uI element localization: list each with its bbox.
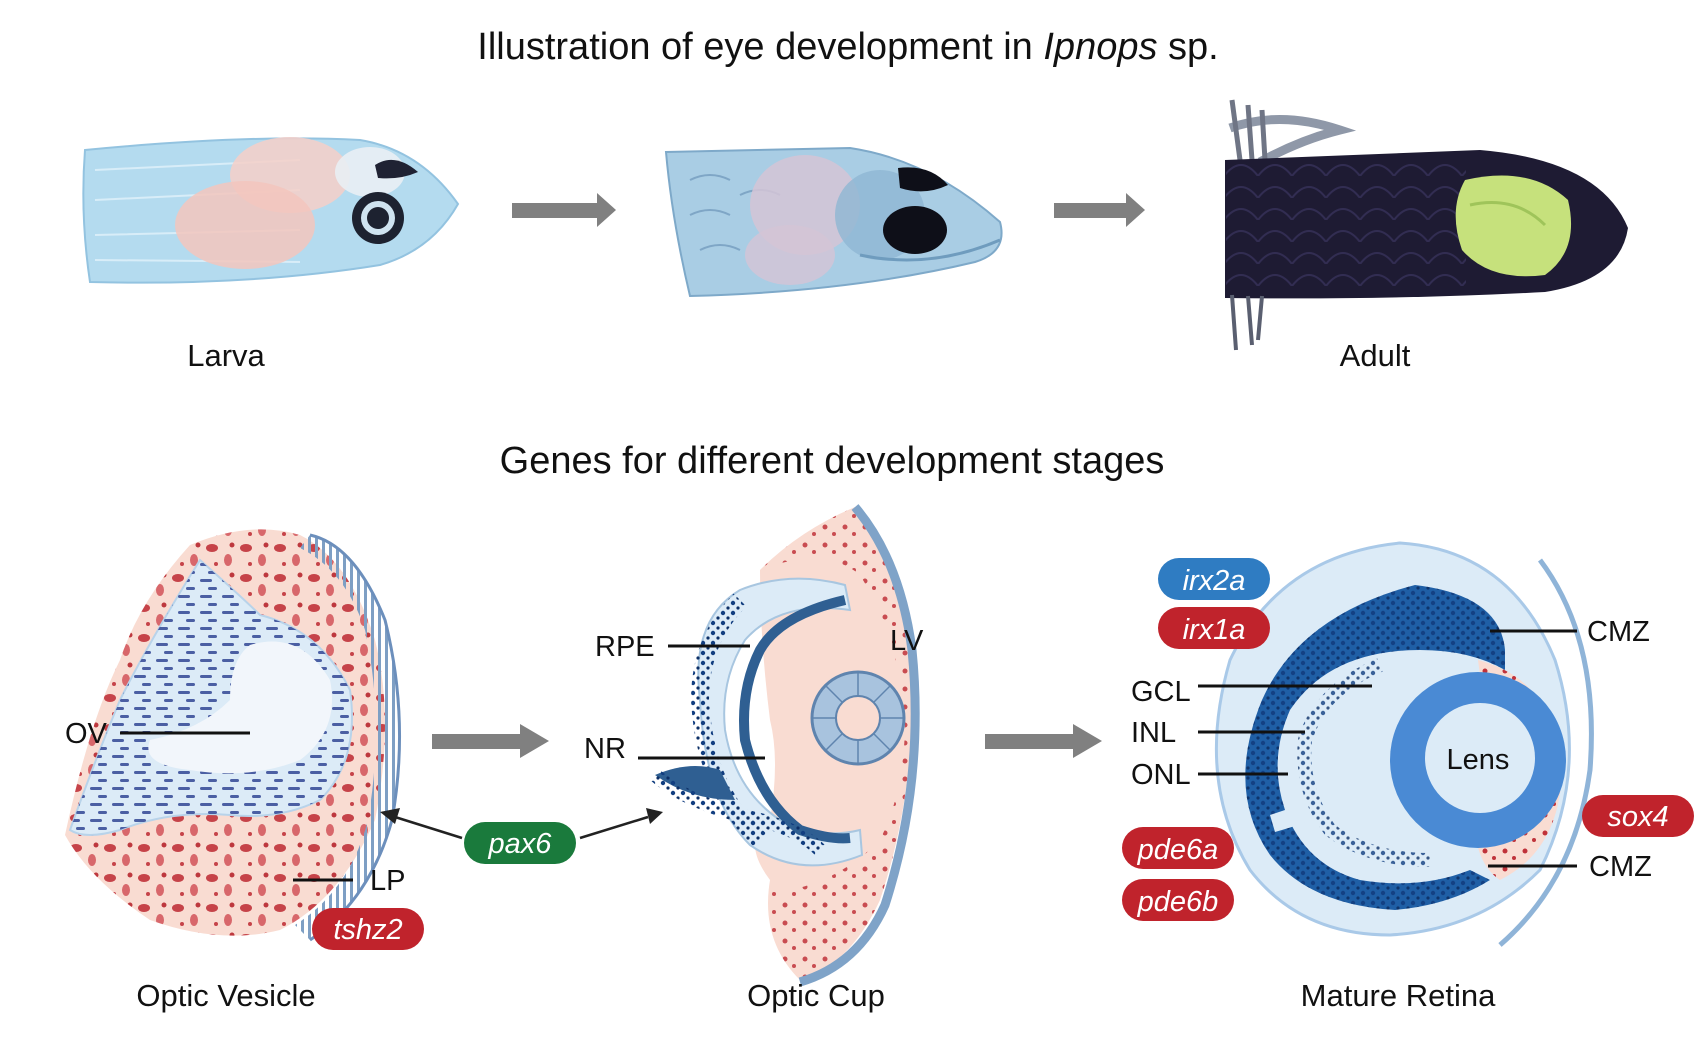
pax6-arrow-left <box>394 815 463 840</box>
arrow-cup-to-retina <box>985 724 1102 758</box>
ov-label: OV <box>65 718 108 750</box>
mature-retina-illustration <box>1214 541 1594 947</box>
gene-pax6-text: pax6 <box>488 828 553 860</box>
pax6-arrowhead-right <box>646 808 663 824</box>
gene-tshz2-text: tshz2 <box>333 914 402 946</box>
gene-pde6a-text: pde6a <box>1137 834 1219 866</box>
arrow-vesicle-to-cup <box>432 724 549 758</box>
gene-badge-pax6: pax6 <box>464 822 576 864</box>
adult-caption: Adult <box>1340 338 1411 373</box>
arrow-juvenile-to-adult <box>1054 193 1145 227</box>
mature-retina-caption: Mature Retina <box>1301 978 1496 1013</box>
top-title-prefix: Illustration of eye development in <box>477 26 1043 68</box>
cmz-bottom-label: CMZ <box>1589 851 1652 883</box>
gene-sox4-text: sox4 <box>1607 801 1668 833</box>
gene-irx1a-text: irx1a <box>1183 614 1246 646</box>
gene-badge-sox4: sox4 <box>1582 795 1694 837</box>
optic-cup-illustration <box>650 504 920 987</box>
onl-label: ONL <box>1131 759 1191 791</box>
pax6-arrow-right <box>579 815 649 840</box>
gene-irx2a-text: irx2a <box>1183 565 1246 597</box>
top-title-genus: Ipnops <box>1043 26 1157 68</box>
optic-cup-caption: Optic Cup <box>747 978 885 1013</box>
gene-badge-irx2a: irx2a <box>1158 558 1270 600</box>
top-title-suffix: sp. <box>1157 26 1218 68</box>
arrow-larva-to-juvenile <box>512 193 616 227</box>
lv-label: LV <box>890 625 924 657</box>
gene-badge-pde6a: pde6a <box>1122 827 1234 869</box>
lp-label: LP <box>370 865 405 897</box>
gene-badge-pde6b: pde6b <box>1122 879 1234 921</box>
bottom-title: Genes for different development stages <box>500 440 1165 482</box>
gene-badge-tshz2: tshz2 <box>312 908 424 950</box>
gcl-label: GCL <box>1131 676 1191 708</box>
rpe-label: RPE <box>595 631 655 663</box>
pax6-arrowhead-left <box>380 808 400 824</box>
nr-label: NR <box>584 733 626 765</box>
optic-vesicle-caption: Optic Vesicle <box>136 978 315 1013</box>
cmz-top-label: CMZ <box>1587 616 1650 648</box>
gene-pde6b-text: pde6b <box>1137 886 1219 918</box>
lens-label: Lens <box>1447 744 1510 776</box>
juvenile-illustration <box>664 146 1003 298</box>
optic-vesicle-illustration <box>65 529 402 942</box>
larva-illustration <box>82 137 460 284</box>
inl-label: INL <box>1131 717 1176 749</box>
adult-illustration <box>1225 99 1628 351</box>
larva-caption: Larva <box>187 338 265 373</box>
top-title: Illustration of eye development in Ipnop… <box>477 26 1218 68</box>
gene-badge-irx1a: irx1a <box>1158 607 1270 649</box>
